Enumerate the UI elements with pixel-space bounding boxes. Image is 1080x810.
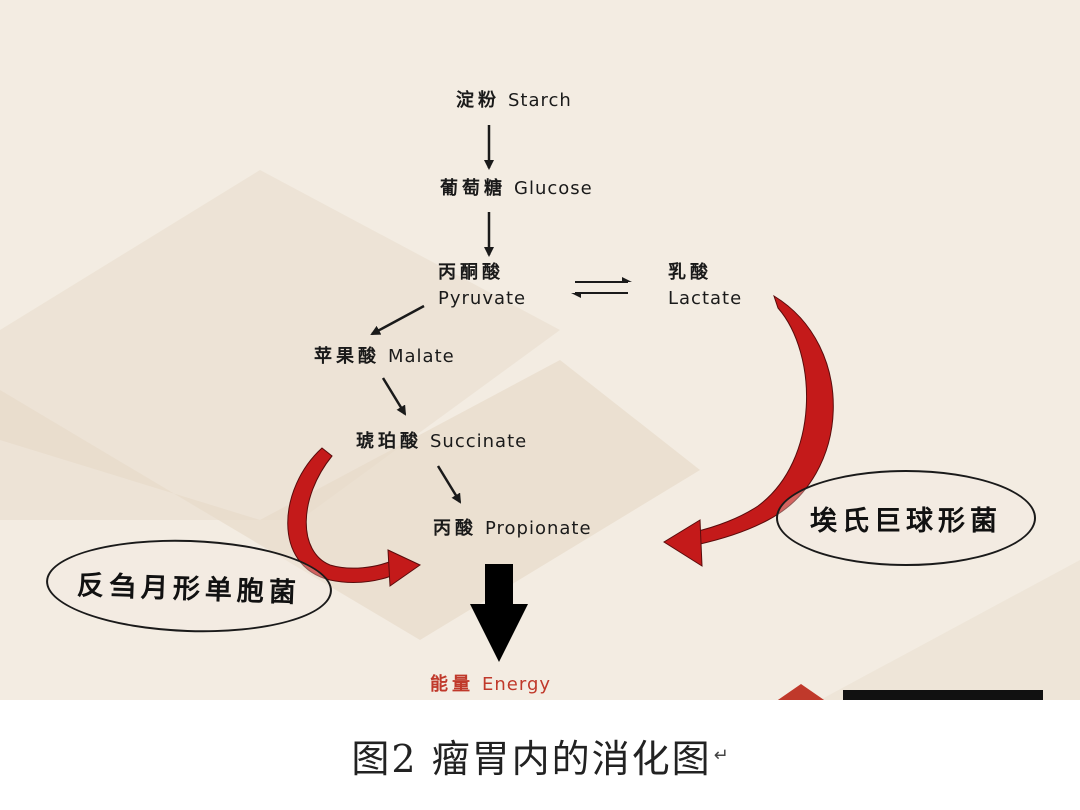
node-glucose-zh: 葡萄糖 [440, 178, 506, 199]
node-energy-en: Energy [482, 674, 552, 695]
figure-caption: 图2 瘤胃内的消化图↵ [0, 700, 1080, 810]
curved-arrow-left [287, 447, 421, 587]
bacteria-left-label: 反刍月形单胞菌 [76, 569, 302, 609]
arrow-succinate-propionate [436, 465, 462, 504]
node-malate-zh: 苹果酸 [314, 346, 380, 367]
node-pyruvate-en: Pyruvate [438, 288, 527, 309]
return-mark-icon: ↵ [713, 744, 729, 766]
node-succinate-zh: 琥珀酸 [356, 431, 422, 452]
node-starch: 淀粉 Starch [456, 86, 572, 112]
node-pyruvate-zh: 丙酮酸 [438, 262, 504, 283]
caption-text: 图2 瘤胃内的消化图 [351, 736, 712, 781]
node-malate: 苹果酸 Malate [314, 342, 455, 368]
node-lactate-en: Lactate [668, 288, 743, 309]
node-succinate: 琥珀酸 Succinate [356, 427, 527, 453]
node-malate-en: Malate [388, 346, 455, 367]
node-energy-zh: 能量 [430, 674, 474, 695]
arrow-pyruvate-malate [370, 304, 425, 336]
node-succinate-en: Succinate [430, 431, 528, 452]
node-lactate-zh: 乳酸 [668, 262, 712, 283]
equilibrium-arrows [571, 277, 632, 298]
node-lactate: 乳酸 Lactate [668, 260, 742, 312]
node-glucose-en: Glucose [514, 178, 593, 199]
node-pyruvate: 丙酮酸 Pyruvate [438, 260, 526, 312]
curved-arrow-right [663, 294, 834, 567]
diagram-slide: 淀粉 Starch 葡萄糖 Glucose 丙酮酸 Pyruvate 乳酸 Lact… [0, 0, 1080, 700]
node-glucose: 葡萄糖 Glucose [440, 174, 593, 200]
node-starch-en: Starch [508, 90, 572, 111]
pathway-arrows [287, 125, 834, 662]
node-propionate: 丙酸 Propionate [433, 514, 592, 540]
node-propionate-zh: 丙酸 [433, 518, 477, 539]
arrow-malate-succinate [381, 377, 407, 416]
bacteria-right-bubble: 埃氏巨球形菌 [776, 470, 1036, 566]
node-energy: 能量 Energy [430, 670, 551, 696]
bacteria-right-label: 埃氏巨球形菌 [810, 505, 1002, 537]
arrow-propionate-energy [470, 564, 528, 662]
node-propionate-en: Propionate [485, 518, 592, 539]
node-starch-zh: 淀粉 [456, 90, 500, 111]
brand-logo [777, 684, 1043, 700]
